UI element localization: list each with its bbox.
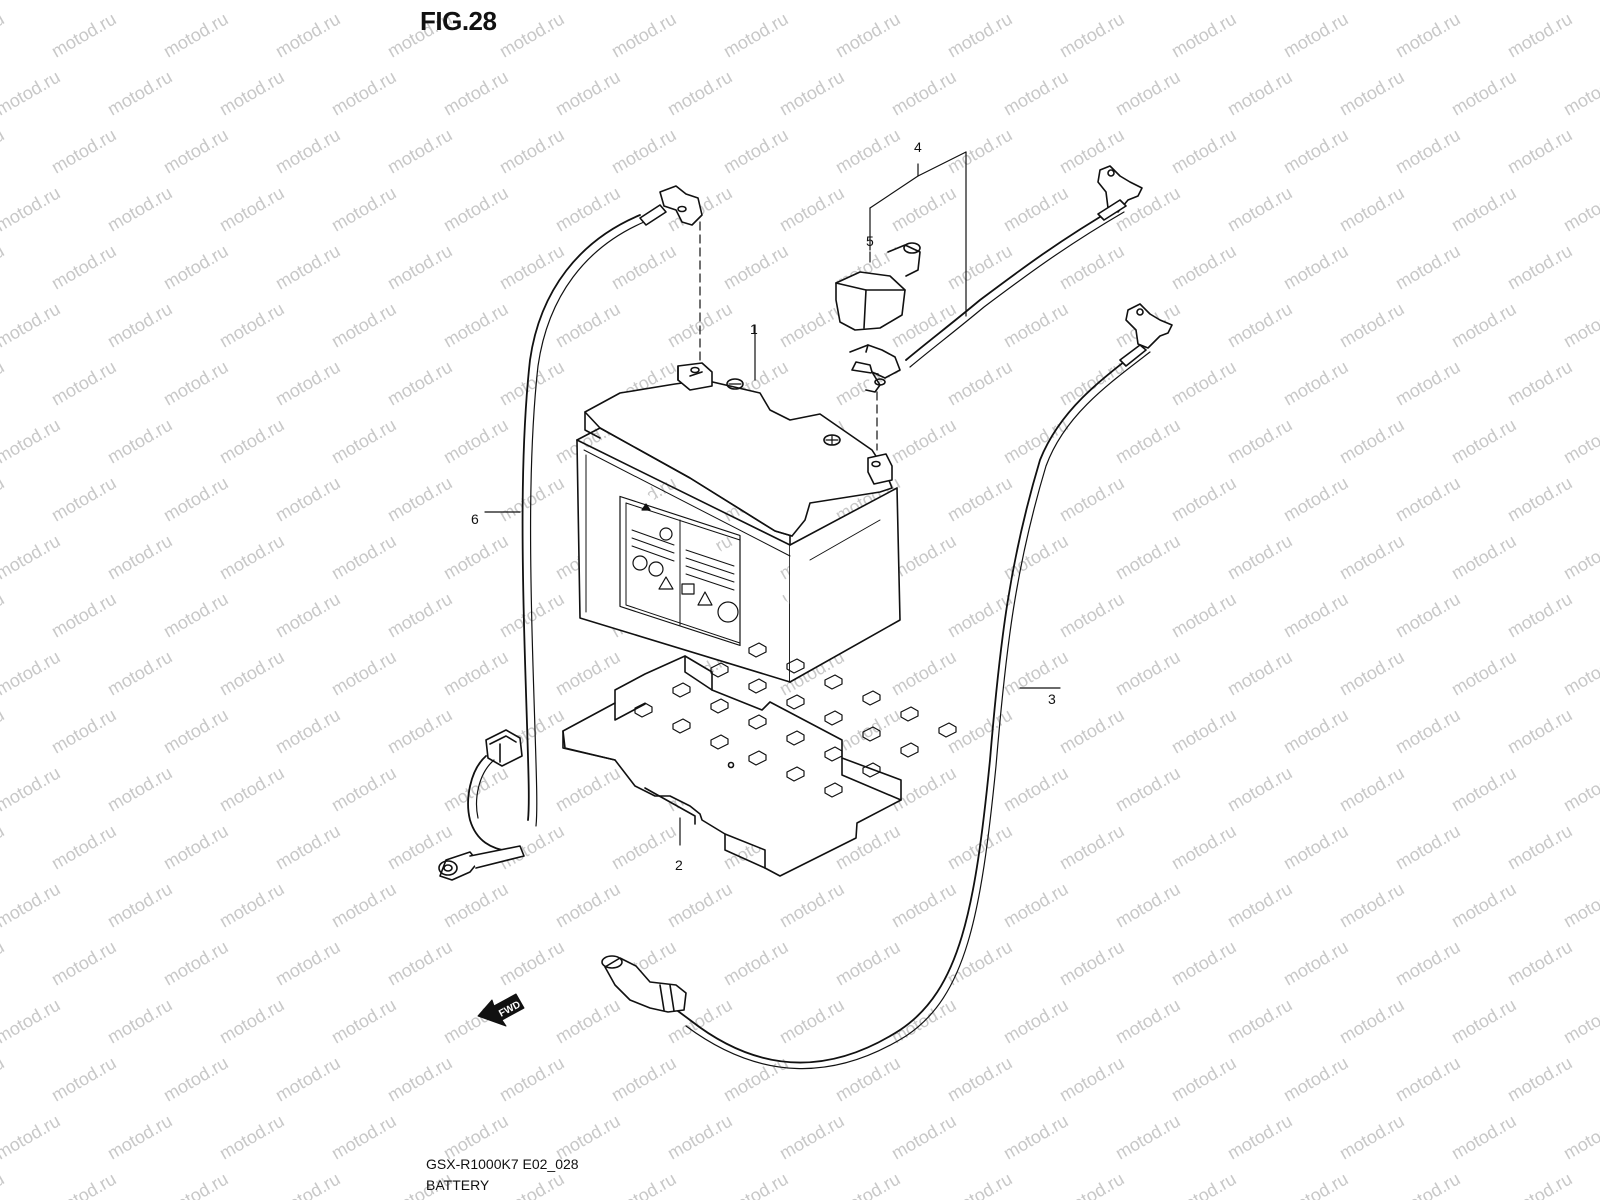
leader-lines	[484, 151, 1061, 846]
terminal-cover	[835, 242, 921, 331]
callout-5: 5	[866, 233, 874, 249]
tray-slot	[824, 674, 843, 690]
tray-slot	[862, 762, 881, 778]
figure-title: FIG.28	[420, 6, 497, 36]
tray-slot	[748, 750, 767, 766]
tray-slot	[938, 722, 957, 738]
negative-cable	[601, 303, 1173, 1070]
tray-slot	[900, 742, 919, 758]
callout-3: 3	[1048, 691, 1056, 707]
tray-slot	[824, 782, 843, 798]
forward-arrow-icon: FWD	[477, 993, 525, 1027]
callout-1: 1	[750, 321, 758, 337]
positive-cable	[849, 165, 1143, 393]
tray-slot	[786, 658, 805, 674]
battery-tray	[562, 642, 957, 877]
callout-labels: 1 2 3 4 5 6	[471, 139, 1056, 873]
tray-slot	[786, 766, 805, 782]
section-name: BATTERY	[426, 1177, 490, 1193]
tray-slot	[862, 726, 881, 742]
tray-slot	[824, 710, 843, 726]
tray-slot	[672, 718, 691, 734]
ground-wire	[438, 185, 703, 881]
tray-slot	[634, 702, 653, 718]
tray-slot	[786, 730, 805, 746]
tray-slot	[748, 642, 767, 658]
tray-slot	[672, 682, 691, 698]
model-code: GSX-R1000K7 E02_028	[426, 1156, 579, 1172]
tray-slot	[748, 714, 767, 730]
callout-2: 2	[675, 857, 683, 873]
tray-slot	[786, 694, 805, 710]
tray-slot	[862, 690, 881, 706]
tray-slot	[710, 698, 729, 714]
tray-slot	[748, 678, 767, 694]
callout-4: 4	[914, 139, 922, 155]
battery	[576, 362, 901, 683]
tray-slot	[710, 662, 729, 678]
tray-slot	[900, 706, 919, 722]
tray-slot	[710, 734, 729, 750]
tray-slot	[824, 746, 843, 762]
callout-6: 6	[471, 511, 479, 527]
